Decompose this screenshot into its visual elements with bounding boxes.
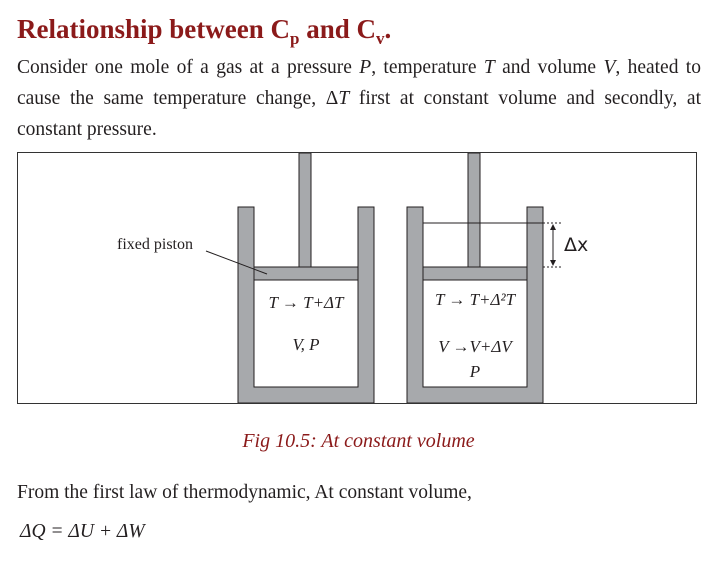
first-law-equation: ΔQ = ΔU + ΔW	[20, 521, 145, 542]
right-piston-plate	[422, 266, 528, 281]
intro-paragraph: Consider one mole of a gas at a pressure…	[17, 52, 701, 145]
heading-subscript-v: v	[376, 29, 385, 48]
left-piston-plate	[253, 266, 359, 281]
displacement-arrowhead-down	[550, 260, 556, 266]
displacement-label: Δx	[564, 234, 588, 256]
intro-part5: first at constant volume and secondly, a…	[17, 88, 701, 140]
intro-var-v: V	[603, 57, 616, 78]
intro-part3: and volume	[494, 57, 604, 78]
heading-suffix: .	[384, 14, 392, 44]
left-piston-rod	[298, 153, 312, 268]
intro-var-dt: T	[338, 88, 350, 109]
intro-var-p: P	[359, 57, 372, 78]
right-pressure-label: P	[469, 362, 480, 381]
figure-box: fixed piston Δx T → T+ΔT V, P T → T+Δ²T …	[17, 152, 697, 404]
intro-var-t: T	[483, 57, 495, 78]
heading-middle: and C	[299, 14, 377, 44]
right-volume-label: V →V+ΔV	[438, 337, 514, 356]
left-state-label: V, P	[292, 335, 319, 354]
displacement-arrowhead-up	[550, 224, 556, 230]
fixed-piston-pointer	[205, 250, 268, 275]
first-law-paragraph: From the first law of thermodynamic, At …	[17, 482, 472, 503]
fixed-piston-label: fixed piston	[117, 236, 193, 253]
intro-part2: , temperature	[371, 57, 484, 78]
heading-subscript-p: p	[290, 29, 300, 48]
right-piston-rod	[467, 153, 481, 268]
right-temp-label: T → T+Δ²T	[435, 290, 517, 309]
intro-part1: Consider one mole of a gas at a pressure	[17, 57, 360, 78]
section-heading: Relationship between Cp and Cv.	[17, 14, 391, 49]
heading-prefix: Relationship between C	[17, 14, 291, 44]
piston-diagram: fixed piston Δx T → T+ΔT V, P T → T+Δ²T …	[117, 153, 588, 403]
left-temp-label: T → T+ΔT	[268, 293, 345, 312]
intro-part4: , heated to cause the same temperature c…	[17, 57, 701, 109]
figure-caption: Fig 10.5: At constant volume	[242, 430, 475, 452]
